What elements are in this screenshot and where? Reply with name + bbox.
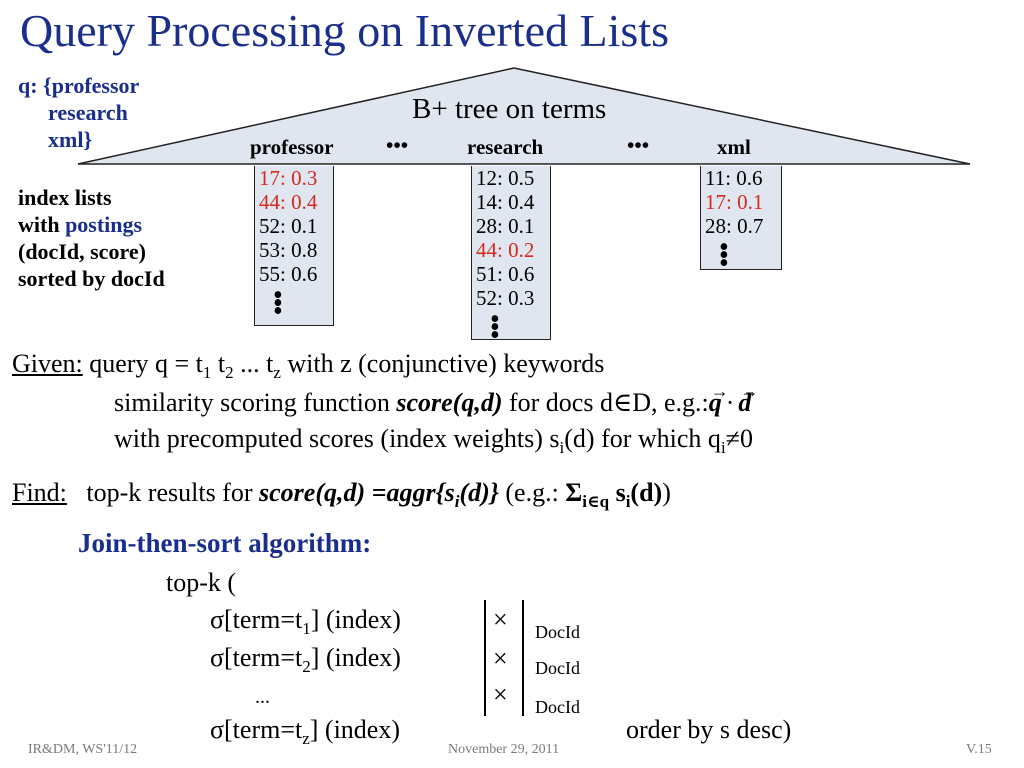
code-dots: ... bbox=[255, 686, 270, 708]
query-terms: q: {professor research xml} bbox=[18, 72, 139, 153]
idx-desc-line-2: with postings bbox=[18, 211, 165, 238]
code-select-2: σ[term=t2] (index) bbox=[210, 643, 401, 677]
join-docid-3: DocId bbox=[535, 697, 580, 717]
find-line: Find: top-k results for score(q,d) =aggr… bbox=[12, 475, 671, 519]
posting-xml-0: 11: 0.6 bbox=[705, 166, 763, 190]
join-bar-left bbox=[484, 600, 486, 716]
given-l1b: t bbox=[211, 349, 226, 378]
algorithm-title: Join-then-sort algorithm: bbox=[78, 528, 372, 558]
given-label: Given: bbox=[12, 349, 83, 378]
footer-date: November 29, 2011 bbox=[448, 742, 560, 757]
formula-q: →q bbox=[708, 381, 729, 417]
given-l1d: with z (conjunctive) keywords bbox=[280, 349, 605, 378]
find-f: (d) bbox=[630, 478, 663, 507]
given-line-3: with precomputed scores (index weights) … bbox=[114, 421, 753, 465]
given-line-1: Given: query q = t1 t2 ... tz with z (co… bbox=[12, 346, 604, 390]
idx-desc-line-3: (docId, score) bbox=[18, 239, 146, 264]
posting-professor-1: 44: 0.4 bbox=[259, 190, 318, 214]
list-continuation-dots: ••• bbox=[490, 304, 500, 351]
slide-title: Query Processing on Inverted Lists bbox=[20, 5, 669, 56]
posting-research-3: 44: 0.2 bbox=[476, 238, 535, 262]
term-professor: professor bbox=[250, 135, 334, 159]
list-continuation-dots: ••• bbox=[719, 232, 729, 279]
posting-xml-2: 28: 0.7 bbox=[705, 214, 764, 238]
find-b: score(q,d) =aggr{s bbox=[259, 478, 455, 507]
find-c: (d)} bbox=[459, 478, 499, 507]
code-order-by: order by s desc) bbox=[626, 715, 792, 744]
idx-desc-with: with bbox=[18, 212, 66, 237]
footer-course: IR&DM, WS'11/12 bbox=[28, 742, 138, 757]
posting-xml-1: 17: 0.1 bbox=[705, 190, 764, 214]
given-l3-sub: i bbox=[559, 438, 565, 458]
idx-desc-line-1: index lists bbox=[18, 185, 112, 210]
find-g: ) bbox=[662, 478, 671, 507]
posting-professor-3: 53: 0.8 bbox=[259, 238, 318, 262]
given-l2a: similarity scoring function bbox=[114, 388, 397, 417]
formula-dot: · bbox=[725, 388, 735, 417]
posting-professor-4: 55: 0.6 bbox=[259, 262, 318, 286]
idx-desc-postings: postings bbox=[65, 212, 143, 237]
code-select-z: σ[term=tz] (index) bbox=[210, 715, 401, 749]
given-l3a: with precomputed scores (index weights) … bbox=[114, 424, 560, 453]
posting-research-1: 14: 0.4 bbox=[476, 190, 535, 214]
find-e-sub: i bbox=[625, 492, 631, 512]
given-score-fn: score(q,d) bbox=[396, 388, 503, 417]
given-sub-2: 2 bbox=[225, 363, 234, 383]
given-sub-1: 1 bbox=[202, 363, 212, 383]
join-symbol-2: × bbox=[493, 644, 508, 673]
term-ellipsis-2: ••• bbox=[627, 133, 650, 157]
find-b-sub: i bbox=[454, 492, 460, 512]
index-lists-description: index lists with postings (docId, score)… bbox=[18, 184, 165, 292]
join-symbol-3: × bbox=[493, 680, 508, 709]
term-ellipsis-1: ••• bbox=[386, 133, 409, 157]
idx-desc-line-4: sorted by docId bbox=[18, 266, 165, 291]
posting-research-0: 12: 0.5 bbox=[476, 166, 535, 190]
footer-slide-number: V.15 bbox=[966, 742, 992, 757]
find-label: Find: bbox=[12, 478, 67, 507]
query-line-1: q: {professor bbox=[18, 73, 140, 98]
join-docid-2: DocId bbox=[535, 658, 580, 678]
sigma-symbol: Σ bbox=[565, 478, 583, 507]
query-line-3: xml} bbox=[48, 127, 93, 152]
list-continuation-dots: ••• bbox=[273, 280, 283, 327]
join-docid-1: DocId bbox=[535, 622, 580, 642]
posting-professor-0: 17: 0.3 bbox=[259, 166, 318, 190]
posting-research-2: 28: 0.1 bbox=[476, 214, 535, 238]
formula-d: →d bbox=[738, 381, 759, 417]
given-l3c: ≠0 bbox=[725, 424, 753, 453]
code-select-1: σ[term=t1] (index) bbox=[210, 605, 401, 639]
join-symbol-1: × bbox=[493, 605, 508, 634]
tree-title: B+ tree on terms bbox=[412, 93, 607, 125]
term-research: research bbox=[467, 135, 544, 159]
term-xml: xml bbox=[717, 135, 751, 159]
find-e: s bbox=[609, 478, 626, 507]
join-bar-right bbox=[522, 600, 524, 716]
b-tree-triangle bbox=[77, 67, 971, 165]
code-topk: top-k ( bbox=[166, 568, 237, 597]
given-l2c: for docs d∈D, e.g.: bbox=[502, 388, 709, 417]
find-d: (e.g.: bbox=[498, 478, 566, 507]
given-line-2: similarity scoring function score(q,d) f… bbox=[114, 381, 759, 420]
given-l1c: ... t bbox=[233, 349, 274, 378]
given-l1a: query q = t bbox=[89, 349, 203, 378]
posting-research-5: 52: 0.3 bbox=[476, 286, 535, 310]
given-l3-sub2: i bbox=[720, 438, 726, 458]
posting-professor-2: 52: 0.1 bbox=[259, 214, 318, 238]
given-sub-z: z bbox=[273, 363, 281, 383]
find-a: top-k results for bbox=[86, 478, 260, 507]
given-l3b: (d) for which q bbox=[564, 424, 721, 453]
posting-research-4: 51: 0.6 bbox=[476, 262, 535, 286]
sigma-sub: i∈q bbox=[582, 492, 610, 512]
query-line-2: research bbox=[48, 100, 128, 125]
